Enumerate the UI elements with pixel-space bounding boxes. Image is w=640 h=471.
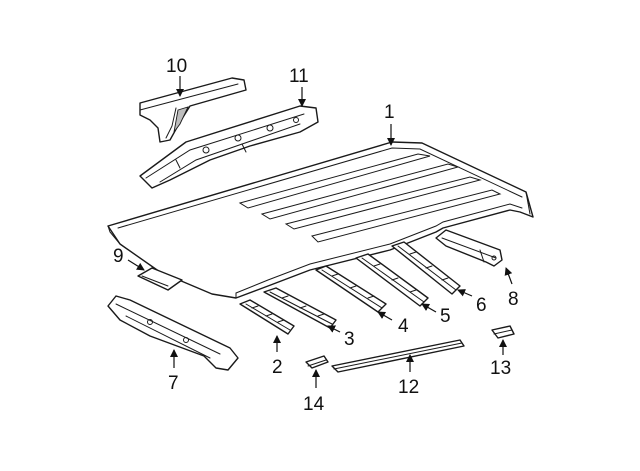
callout-8: 8 [508, 289, 519, 310]
callout-13: 13 [490, 358, 511, 379]
callout-4: 4 [398, 316, 409, 337]
callout-10: 10 [166, 56, 187, 77]
front-header [139, 105, 319, 189]
callout-3: 3 [344, 329, 355, 350]
front-bracket [139, 77, 247, 143]
callout-5: 5 [440, 306, 451, 327]
roof-bow-3 [263, 287, 337, 329]
callout-9: 9 [113, 246, 124, 267]
leader-4 [377, 311, 393, 321]
leader-3 [327, 325, 341, 333]
drip-molding [331, 339, 465, 373]
callout-7: 7 [168, 373, 179, 394]
callout-6: 6 [476, 295, 487, 316]
front-pad [137, 267, 183, 291]
callout-11: 11 [289, 66, 309, 87]
front-clip [305, 355, 329, 369]
roof-bow-6 [391, 241, 461, 295]
leader-5 [421, 303, 437, 313]
roof-bow-2 [239, 299, 295, 335]
callout-2: 2 [272, 357, 283, 378]
callout-14: 14 [303, 394, 325, 415]
rear-clip [491, 325, 515, 339]
rear-header [107, 295, 239, 371]
callout-1: 1 [384, 102, 395, 123]
leader-lines [127, 76, 513, 388]
leader-6 [457, 289, 473, 297]
roof-panel [107, 141, 534, 299]
leader-9 [127, 259, 145, 271]
rear-rail-part [435, 229, 503, 267]
roof-bow-5 [355, 253, 429, 307]
callout-labels: 1 2 3 4 5 6 7 8 9 10 11 12 13 14 [113, 56, 519, 415]
roof-bow-4 [315, 265, 387, 313]
callout-12: 12 [398, 377, 419, 398]
leader-8 [504, 267, 513, 285]
